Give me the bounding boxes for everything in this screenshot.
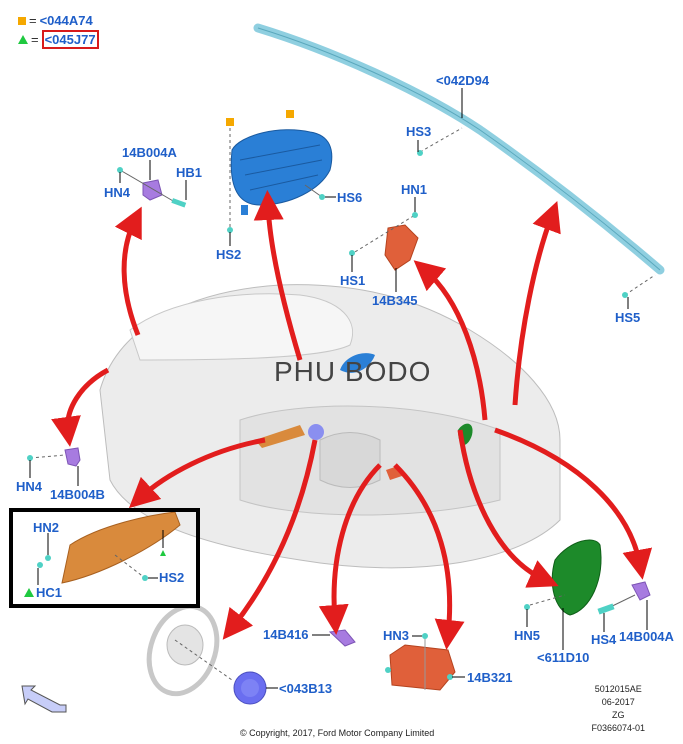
legend-text-highlighted[interactable]: <045J77 bbox=[41, 30, 99, 49]
label-HN1[interactable]: HN1 bbox=[401, 182, 428, 197]
label-14B345[interactable]: 14B345 bbox=[372, 293, 418, 308]
location-arrows bbox=[51, 190, 653, 650]
driver-airbag[interactable] bbox=[233, 671, 267, 705]
label-HC1-row: HC1 bbox=[24, 586, 62, 600]
restraint-control-module-14B321[interactable] bbox=[385, 633, 456, 691]
label-14B416[interactable]: 14B416 bbox=[263, 627, 309, 642]
label-HS4[interactable]: HS4 bbox=[591, 632, 617, 647]
knee-airbag-highlight-box bbox=[9, 508, 200, 608]
orange-square-icon bbox=[18, 16, 26, 25]
label-14B004B[interactable]: 14B004B bbox=[50, 487, 105, 502]
steering-wheel[interactable] bbox=[138, 597, 233, 703]
label-043B13[interactable]: <043B13 bbox=[279, 681, 333, 696]
label-HS2-box[interactable]: HS2 bbox=[159, 570, 185, 585]
meta-figure: F0366074-01 bbox=[591, 723, 645, 733]
meta-code: 5012015AE bbox=[594, 684, 642, 694]
label-14B321[interactable]: 14B321 bbox=[467, 670, 513, 685]
label-HN5[interactable]: HN5 bbox=[514, 628, 541, 643]
label-HS1[interactable]: HS1 bbox=[340, 273, 366, 288]
green-triangle-icon bbox=[18, 35, 28, 44]
legend-item-triangle: = <045J77 bbox=[18, 30, 99, 49]
seat-airbag-611D10[interactable] bbox=[458, 423, 602, 616]
label-HN4-left[interactable]: HN4 bbox=[16, 479, 43, 494]
sensor-14B345[interactable] bbox=[349, 212, 419, 271]
label-HS2-top[interactable]: HS2 bbox=[216, 247, 242, 262]
label-14B004A-front[interactable]: 14B004A bbox=[122, 145, 177, 160]
legend-text: <044A74 bbox=[39, 13, 93, 28]
label-HS3[interactable]: HS3 bbox=[406, 124, 432, 139]
label-HC1[interactable]: HC1 bbox=[36, 585, 63, 600]
label-042D94[interactable]: <042D94 bbox=[436, 73, 490, 88]
label-HN4-front[interactable]: HN4 bbox=[104, 185, 131, 200]
label-HS6[interactable]: HS6 bbox=[337, 190, 363, 205]
copyright-notice: © Copyright, 2017, Ford Motor Company Li… bbox=[240, 728, 435, 738]
label-14B004A-rear[interactable]: 14B004A bbox=[619, 629, 674, 644]
leader-lines bbox=[29, 88, 648, 689]
label-HN2[interactable]: HN2 bbox=[33, 520, 60, 535]
meta-date: 06-2017 bbox=[601, 697, 635, 707]
sensor-14B004B[interactable] bbox=[27, 447, 81, 467]
label-611D10[interactable]: <611D10 bbox=[537, 650, 590, 665]
meta-region: ZG bbox=[611, 710, 625, 720]
side-sensor-front-left[interactable] bbox=[117, 167, 187, 208]
knee-airbag[interactable] bbox=[37, 425, 305, 584]
label-HS5[interactable]: HS5 bbox=[615, 310, 641, 325]
green-triangle-icon bbox=[24, 588, 34, 597]
passenger-airbag[interactable] bbox=[226, 110, 333, 240]
view-direction-arrow-icon bbox=[21, 685, 67, 713]
illustration-metadata: 5012015AE 06-2017 ZG F0366074-01 bbox=[591, 683, 645, 735]
legend-item-square: = <044A74 bbox=[18, 13, 93, 28]
sensor-14B416[interactable] bbox=[328, 629, 356, 647]
sensor-14B004A-rear[interactable] bbox=[597, 581, 651, 615]
watermark: PHU BODO bbox=[274, 356, 432, 387]
label-HN3[interactable]: HN3 bbox=[383, 628, 410, 643]
label-HB1[interactable]: HB1 bbox=[176, 165, 203, 180]
